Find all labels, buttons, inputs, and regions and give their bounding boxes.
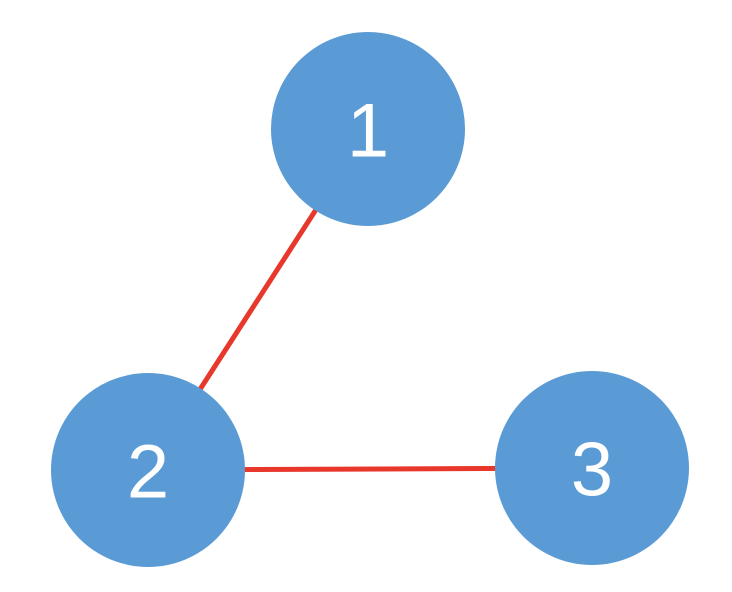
graph-node-1[interactable]: 1: [271, 32, 465, 226]
node-circle-1[interactable]: [271, 32, 465, 226]
graph-node-3[interactable]: 3: [495, 371, 689, 565]
graph-node-2[interactable]: 2: [51, 373, 245, 567]
node-circle-3[interactable]: [495, 371, 689, 565]
nodes-layer: 12 3: [51, 32, 689, 567]
node-circle-2[interactable]: [51, 373, 245, 567]
